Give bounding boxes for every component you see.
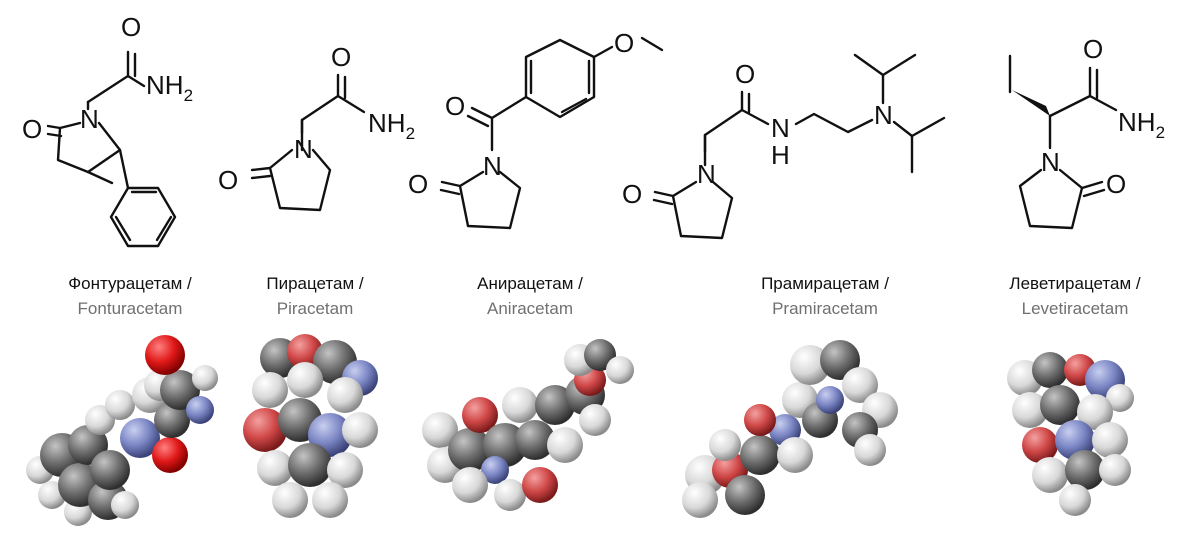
piracetam-nh2: NH2 — [368, 108, 415, 143]
caption-levetiracetam-ru: Леветирацетам / — [1009, 274, 1141, 293]
pramiracetam-nh-n: N — [771, 113, 790, 143]
aniracetam-o-methoxy: O — [614, 28, 634, 58]
pramiracetam-o-top: O — [735, 59, 755, 89]
caption-levetiracetam: Леветирацетам / Levetiracetam — [960, 271, 1190, 321]
levetiracetam-o-top: O — [1083, 34, 1103, 64]
caption-piracetam-en: Piracetam — [276, 299, 354, 318]
caption-fonturacetam: Фонтурацетам / Fonturacetam — [15, 271, 245, 321]
caption-aniracetam-ru: Анирацетам / — [477, 274, 583, 293]
pramiracetam-nh-h: H — [771, 140, 790, 170]
levetiracetam-nh-label: NH — [1118, 107, 1156, 137]
levetiracetam-space-filling-model — [1007, 352, 1134, 516]
aniracetam-formula: O O N O — [408, 28, 664, 230]
piracetam-space-filling-model — [243, 334, 378, 518]
pramiracetam-o-left: O — [622, 179, 642, 209]
caption-pramiracetam: Прамирацетам / Pramiracetam — [710, 271, 940, 321]
piracetam-o-left: O — [218, 165, 238, 195]
caption-aniracetam: Анирацетам / Aniracetam — [415, 271, 645, 321]
aniracetam-o-left: O — [408, 169, 428, 199]
levetiracetam-o-right: O — [1106, 169, 1126, 199]
fonturacetam-o-top: O — [121, 12, 141, 42]
levetiracetam-n: N — [1041, 147, 1060, 177]
caption-piracetam: Пирацетам / Piracetam — [200, 271, 430, 321]
fonturacetam-sub2: 2 — [184, 86, 193, 105]
piracetam-o-top: O — [331, 42, 351, 72]
levetiracetam-sub2: 2 — [1156, 123, 1165, 142]
pramiracetam-n-ring: N — [697, 159, 716, 189]
fonturacetam-formula: O NH2 N O — [22, 12, 193, 248]
fonturacetam-o-left: O — [22, 114, 42, 144]
levetiracetam-formula: O NH2 N O — [1008, 34, 1165, 230]
caption-fonturacetam-en: Fonturacetam — [77, 299, 183, 318]
caption-pramiracetam-ru: Прамирацетам / — [761, 274, 889, 293]
pramiracetam-space-filling-model — [682, 340, 898, 518]
aniracetam-n: N — [483, 151, 502, 181]
caption-piracetam-ru: Пирацетам / — [266, 274, 364, 293]
fonturacetam-nh-label: NH — [146, 70, 184, 100]
pramiracetam-formula: O N H N N O — [622, 53, 946, 240]
caption-levetiracetam-en: Levetiracetam — [1021, 299, 1129, 318]
caption-aniracetam-en: Aniracetam — [487, 299, 573, 318]
caption-fonturacetam-ru: Фонтурацетам / — [68, 274, 192, 293]
fonturacetam-nh2: NH2 — [146, 70, 193, 105]
aniracetam-space-filling-model — [422, 339, 634, 511]
fonturacetam-n: N — [80, 104, 99, 134]
caption-pramiracetam-en: Pramiracetam — [772, 299, 878, 318]
piracetam-nh-label: NH — [368, 108, 406, 138]
pramiracetam-n-amine: N — [874, 100, 893, 130]
levetiracetam-nh2: NH2 — [1118, 107, 1165, 142]
fonturacetam-space-filling-model — [26, 335, 218, 526]
aniracetam-o-carbonyl: O — [445, 91, 465, 121]
piracetam-sub2: 2 — [406, 124, 415, 143]
piracetam-formula: O NH2 N O — [218, 42, 415, 212]
piracetam-n: N — [294, 134, 313, 164]
